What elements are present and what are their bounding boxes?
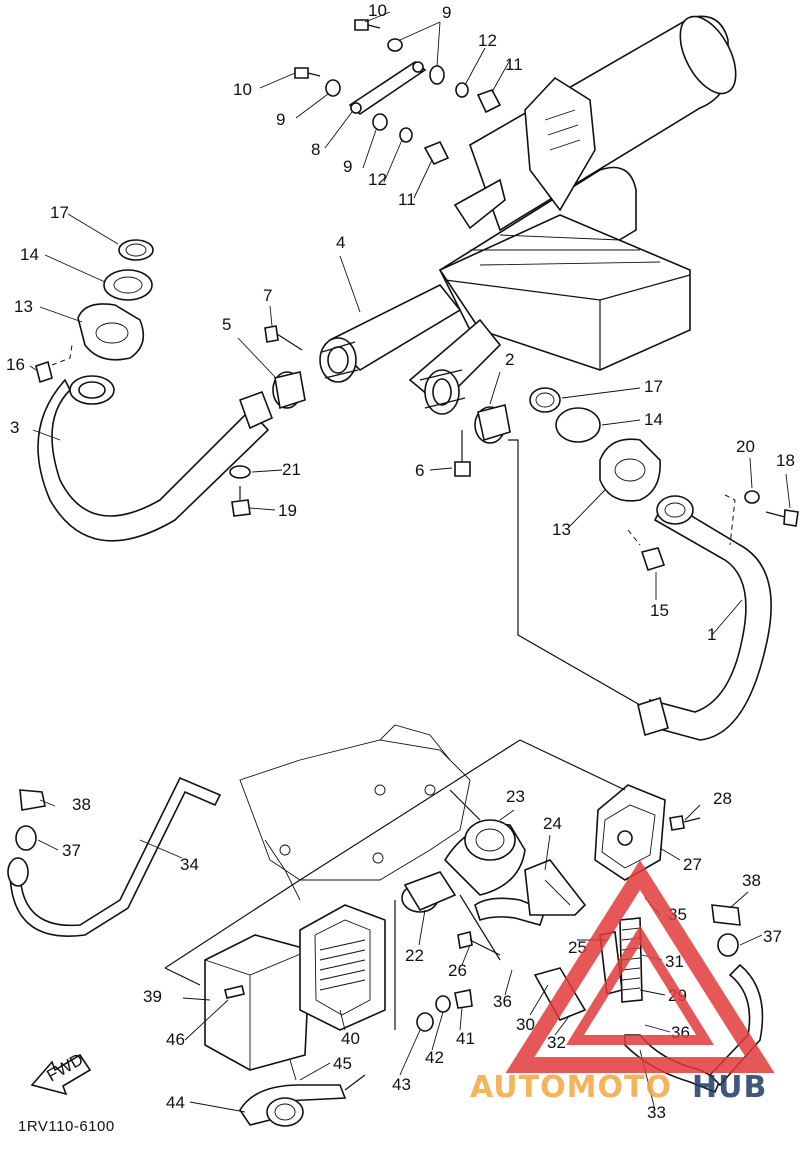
callout-4: 4 — [336, 233, 345, 252]
callout-30: 30 — [516, 1015, 535, 1034]
muffler-assembly — [319, 15, 737, 415]
callout-28: 28 — [713, 789, 732, 808]
callout-15: 15 — [650, 601, 669, 620]
callout-leaders — [29, 11, 791, 1113]
callout-18: 18 — [776, 451, 795, 470]
left-exhaust-pipe — [35, 239, 306, 542]
callout-37-b: 37 — [763, 927, 782, 946]
callout-17-a: 17 — [50, 203, 69, 222]
diagram-code: 1RV110-6100 — [18, 1118, 115, 1135]
callout-44: 44 — [166, 1093, 185, 1112]
callout-13-a: 13 — [14, 297, 33, 316]
callout-7: 7 — [263, 286, 272, 305]
callout-19: 19 — [278, 501, 297, 520]
callout-34: 34 — [180, 855, 199, 874]
callout-12-a: 12 — [478, 31, 497, 50]
callout-6: 6 — [415, 461, 424, 480]
callout-32: 32 — [547, 1033, 566, 1052]
reed-valve-assembly — [401, 789, 587, 961]
right-exhaust-pipe: < ellipse class="thin" cx="578" cy="425"… — [454, 387, 799, 741]
callout-26: 26 — [448, 961, 467, 980]
callout-17-b: 17 — [644, 377, 663, 396]
callout-2: 2 — [505, 350, 514, 369]
mounting-hardware — [294, 19, 502, 166]
callout-11-b: 11 — [398, 190, 416, 209]
callout-43: 43 — [392, 1075, 411, 1094]
callout-37-a: 37 — [62, 841, 81, 860]
callout-33: 33 — [647, 1103, 666, 1122]
callout-8: 8 — [311, 140, 320, 159]
callout-14-a: 14 — [20, 245, 39, 264]
callout-24: 24 — [543, 814, 562, 833]
callout-31: 31 — [665, 952, 684, 971]
callout-3: 3 — [10, 418, 19, 437]
callout-38-a: 38 — [72, 795, 91, 814]
callout-10-b: 10 — [233, 80, 252, 99]
callout-40: 40 — [341, 1029, 360, 1048]
callout-14-b: 14 — [644, 410, 663, 429]
engine-case-outline — [239, 724, 471, 901]
callout-5: 5 — [222, 315, 231, 334]
callout-23: 23 — [506, 787, 525, 806]
air-hose-left — [7, 776, 222, 937]
callout-9-b: 9 — [276, 110, 285, 129]
watermark-logo: AUTOMOTO HUB — [470, 860, 775, 1105]
callout-13-b: 13 — [552, 520, 571, 539]
callout-46: 46 — [166, 1030, 185, 1049]
callout-38-b: 38 — [742, 871, 761, 890]
callout-39: 39 — [143, 987, 162, 1006]
watermark-triangle-icon — [505, 860, 775, 1073]
callout-9-c: 9 — [343, 157, 352, 176]
callout-41: 41 — [456, 1029, 475, 1048]
callout-22: 22 — [405, 946, 424, 965]
watermark-word-b: HUB — [692, 1070, 767, 1105]
callout-labels: 1 2 3 4 5 6 7 8 9 9 9 10 10 11 11 12 12 … — [6, 1, 795, 1122]
air-filter — [204, 904, 501, 1127]
callout-12-b: 12 — [368, 170, 387, 189]
callout-27: 27 — [683, 855, 702, 874]
callout-16: 16 — [6, 355, 25, 374]
callout-42: 42 — [425, 1048, 444, 1067]
callout-11-a: 11 — [505, 55, 523, 74]
callout-9-a: 9 — [442, 3, 451, 22]
watermark-word-a: AUTOMOTO — [470, 1070, 672, 1105]
callout-36-a: 36 — [493, 992, 512, 1011]
valve-cover — [533, 784, 764, 1094]
callout-45: 45 — [333, 1054, 352, 1073]
forward-arrow-icon: FWD — [30, 1050, 92, 1096]
callout-20: 20 — [736, 437, 755, 456]
callout-21: 21 — [282, 460, 301, 479]
callout-1: 1 — [707, 625, 716, 644]
